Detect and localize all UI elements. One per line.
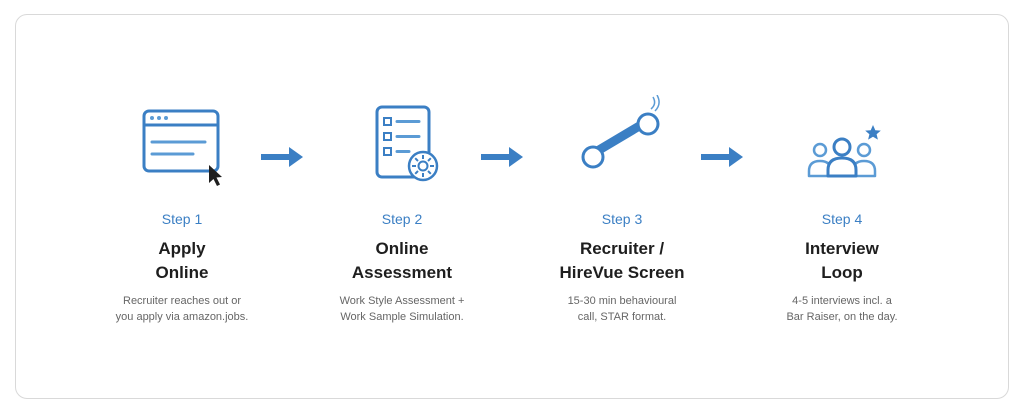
browser-window-cursor-icon: [82, 95, 282, 205]
step-title-line: Recruiter /: [579, 239, 665, 258]
phone-handset-icon: [522, 95, 722, 205]
step-description-line: 15-30 min behavioural: [567, 295, 677, 307]
process-card: Step 1 Apply Online Recruiter reaches ou…: [15, 14, 1009, 399]
step-title: Online Assessment: [302, 237, 502, 285]
step-title: Interview Loop: [742, 237, 942, 285]
step-description-line: Bar Raiser, on the day.: [786, 311, 898, 323]
checklist-gear-icon: [302, 95, 502, 205]
step-title-line: Online: [375, 239, 429, 258]
step-title-line: Interview: [805, 239, 879, 258]
step-description-line: 4-5 interviews incl. a: [792, 295, 892, 307]
step-title-line: Online: [155, 263, 209, 282]
step-title-line: Assessment: [351, 263, 453, 282]
step-title-line: Apply: [158, 239, 206, 258]
step-label: Step 3: [601, 211, 643, 227]
step-title-line: Loop: [821, 263, 863, 282]
step-description: Work Style Assessment + Work Sample Simu…: [302, 293, 502, 325]
step-description-line: Work Sample Simulation.: [340, 311, 464, 323]
step-description-line: you apply via amazon.jobs.: [115, 311, 249, 323]
step-description-line: Work Style Assessment +: [339, 295, 465, 307]
arrow-right-icon: [481, 147, 523, 167]
step-label: Step 1: [161, 211, 203, 227]
step-description: Recruiter reaches out or you apply via a…: [82, 293, 282, 325]
arrow-right-icon: [261, 147, 303, 167]
step-description-line: Recruiter reaches out or: [123, 295, 241, 307]
step-description: 15-30 min behavioural call, STAR format.: [522, 293, 722, 325]
step-title: Recruiter / HireVue Screen: [522, 237, 722, 285]
arrow-right-icon: [701, 147, 743, 167]
step-description: 4-5 interviews incl. a Bar Raiser, on th…: [742, 293, 942, 325]
step-label: Step 4: [821, 211, 863, 227]
step-label: Step 2: [381, 211, 423, 227]
step-title-line: HireVue Screen: [559, 263, 685, 282]
step-description-line: call, STAR format.: [577, 311, 667, 323]
step-title: Apply Online: [82, 237, 282, 285]
people-group-star-icon: [742, 95, 942, 205]
